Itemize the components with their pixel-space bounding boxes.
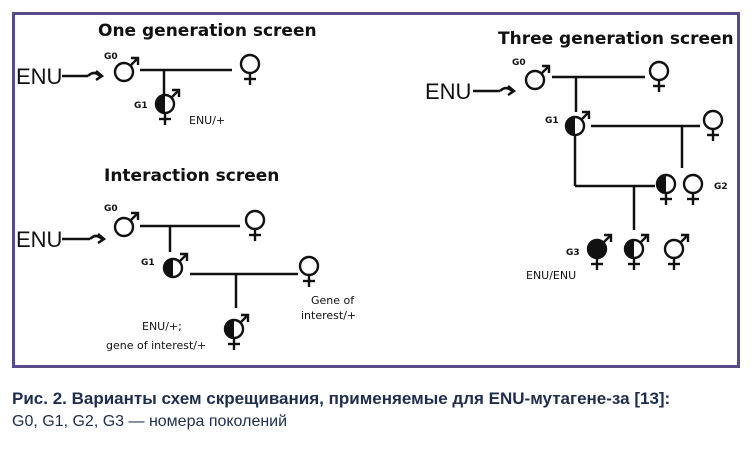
caption-main: Рис. 2. Варианты схем скрещивания, приме… bbox=[12, 389, 671, 408]
three-generation-panel: Three generation screen ENU G0 G1 G2 G3 bbox=[425, 29, 734, 282]
offspring-mutant-icon bbox=[223, 313, 250, 352]
panel-title: Interaction screen bbox=[104, 166, 279, 186]
female-icon bbox=[239, 53, 261, 87]
enu-arrow bbox=[62, 70, 105, 82]
g1-mutant-male-icon bbox=[162, 252, 189, 279]
female-icon bbox=[702, 109, 724, 143]
g0-male-icon bbox=[113, 211, 140, 238]
g3-homozygous-mutant-icon bbox=[586, 233, 613, 272]
female-genotype-line1: Gene of bbox=[311, 294, 355, 307]
panel-title: Three generation screen bbox=[498, 29, 734, 49]
enu-label: ENU bbox=[16, 227, 62, 252]
one-generation-panel: One generation screen ENU G0 G1 ENU/+ bbox=[16, 21, 317, 127]
female-icon bbox=[244, 209, 266, 243]
g0-male-icon bbox=[113, 56, 140, 83]
enu-label: ENU bbox=[16, 64, 62, 89]
female-genotype-line2: interest/+ bbox=[301, 309, 356, 322]
generation-label-g2: G2 bbox=[714, 182, 728, 192]
g0-male-icon bbox=[524, 64, 551, 91]
panel-title: One generation screen bbox=[98, 21, 317, 41]
enu-arrow bbox=[473, 85, 517, 97]
generation-label-g1: G1 bbox=[141, 258, 155, 268]
offspring-genotype-line2: gene of interest/+ bbox=[106, 339, 206, 352]
enu-label: ENU bbox=[425, 79, 471, 104]
g1-mutant-icon bbox=[154, 88, 181, 127]
figure-caption: Рис. 2. Варианты схем скрещивания, приме… bbox=[12, 388, 742, 432]
generation-label-g0: G0 bbox=[512, 58, 526, 68]
female-icon bbox=[648, 60, 670, 94]
g2-carrier-female-icon bbox=[655, 173, 677, 207]
caption-sub: G0, G1, G2, G3 — номера поколений bbox=[12, 413, 288, 430]
g3-heterozygous-icon bbox=[623, 233, 650, 272]
generation-label-g3: G3 bbox=[566, 248, 580, 258]
g2-female-icon bbox=[682, 173, 704, 207]
generation-label-g1: G1 bbox=[134, 101, 148, 111]
g3-wildtype-icon bbox=[663, 233, 690, 270]
gene-of-interest-female-icon bbox=[298, 255, 320, 289]
generation-label-g1: G1 bbox=[545, 116, 559, 126]
enu-arrow bbox=[62, 233, 107, 245]
generation-label-g0: G0 bbox=[104, 204, 118, 214]
generation-label-g0: G0 bbox=[104, 52, 118, 62]
g1-mutant-male-icon bbox=[564, 110, 591, 137]
interaction-panel: Interaction screen ENU G0 G1 Gene of int… bbox=[16, 166, 356, 352]
offspring-genotype-line1: ENU/+; bbox=[142, 320, 182, 333]
g3-genotype-note: ENU/ENU bbox=[526, 269, 576, 282]
genotype-note: ENU/+ bbox=[189, 114, 225, 127]
